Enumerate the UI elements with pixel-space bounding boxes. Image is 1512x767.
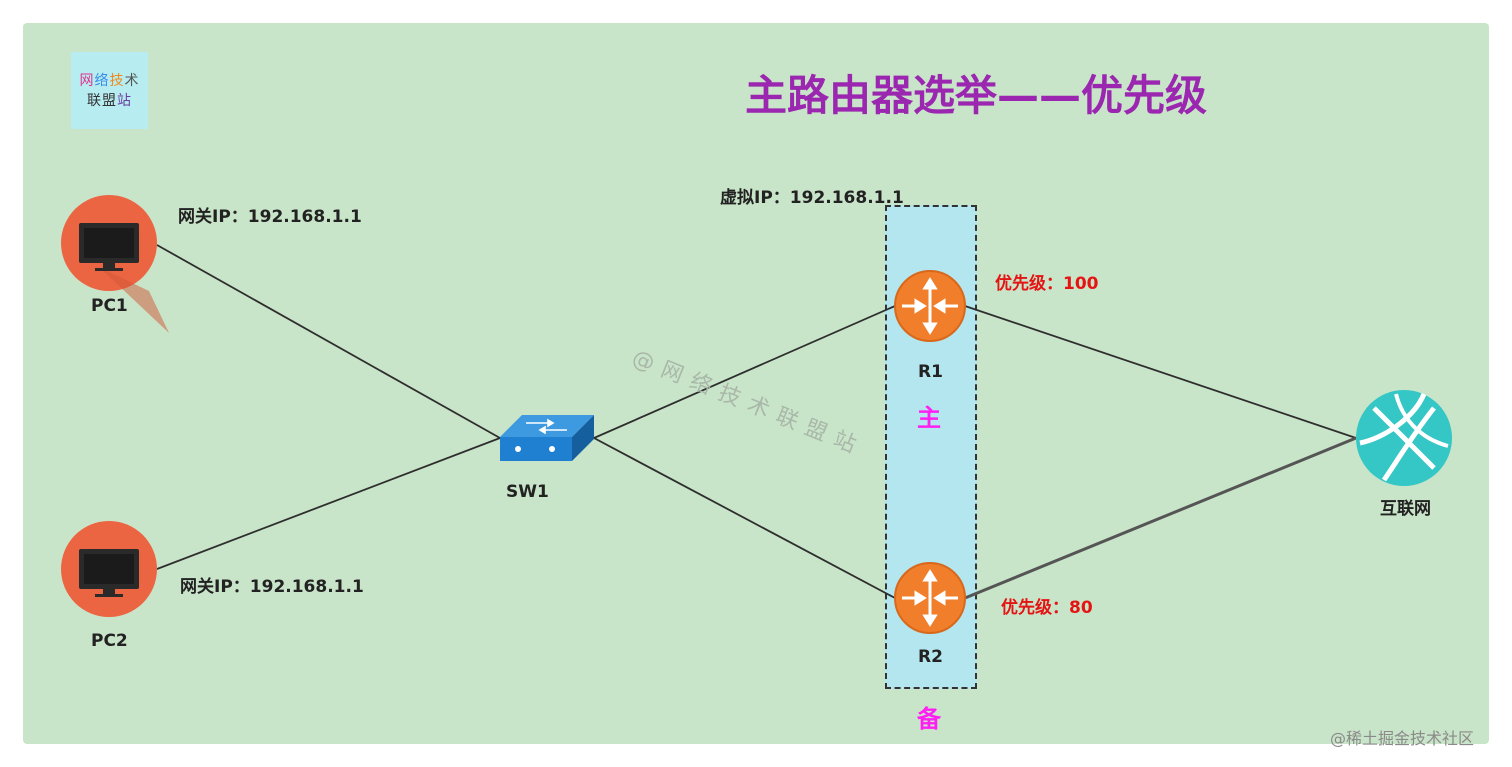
r1-role-label: 主 — [917, 404, 941, 432]
r1-router-icon — [894, 270, 966, 342]
pc2-name-label: PC2 — [91, 631, 128, 651]
virtual-ip-label: 虚拟IP：192.168.1.1 — [720, 188, 904, 208]
pc1-name-label: PC1 — [91, 296, 128, 316]
r2-name-label: R2 — [918, 647, 943, 667]
pc1-icon — [61, 195, 169, 333]
internet-globe-icon — [1356, 390, 1452, 486]
r1-priority-label: 优先级：100 — [995, 274, 1099, 294]
switch-name-label: SW1 — [506, 482, 549, 502]
footer-credit: @稀土掘金技术社区 — [1330, 729, 1475, 748]
r2-role-label: 备 — [917, 705, 941, 733]
link-sw1-r1 — [593, 305, 896, 439]
internet-name-label: 互联网 — [1380, 499, 1431, 519]
diagram-canvas — [23, 23, 1489, 744]
r1-name-label: R1 — [918, 362, 943, 382]
pc1-gateway-label: 网关IP：192.168.1.1 — [178, 207, 362, 227]
diagram-title: 主路由器选举——优先级 — [745, 71, 1208, 120]
pc2-gateway-label: 网关IP：192.168.1.1 — [180, 577, 364, 597]
logo: 网络技术 联盟站 — [71, 52, 148, 129]
link-r1-internet — [964, 305, 1357, 439]
r2-priority-label: 优先级：80 — [1001, 598, 1093, 618]
link-pc1-sw1 — [156, 244, 501, 439]
switch-icon — [500, 415, 594, 461]
link-sw1-r2 — [593, 437, 896, 599]
link-r2-internet — [964, 436, 1357, 600]
r2-router-icon — [894, 562, 966, 634]
pc2-icon — [61, 521, 157, 617]
link-pc2-sw1 — [156, 437, 501, 570]
